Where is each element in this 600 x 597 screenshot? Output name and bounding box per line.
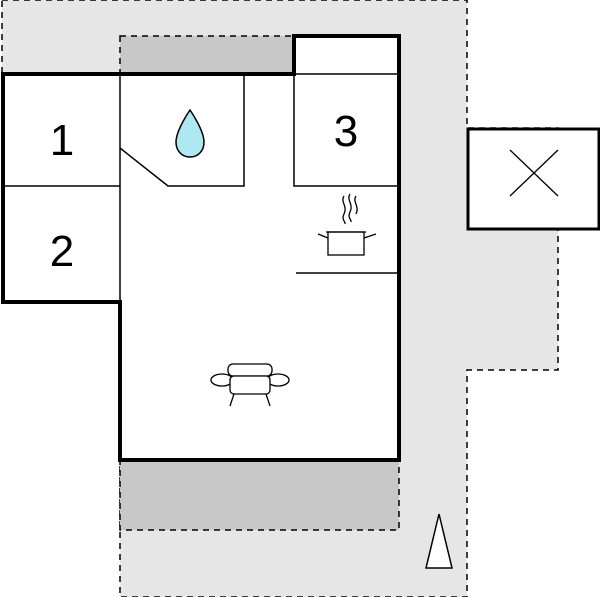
room-3-label: 3 xyxy=(334,107,358,156)
sofa-icon xyxy=(210,363,290,407)
room-2-label: 2 xyxy=(50,227,74,276)
exterior-box xyxy=(466,127,600,231)
room-1-label: 1 xyxy=(50,116,74,165)
cross-icon xyxy=(509,149,559,197)
house-interior xyxy=(3,36,399,460)
north-arrow-icon xyxy=(425,513,453,569)
interior-walls xyxy=(3,73,399,302)
terrace-top xyxy=(119,35,295,75)
terrace-bottom xyxy=(119,459,400,531)
cooking-pot-icon xyxy=(317,193,377,256)
water-drop-icon xyxy=(175,108,205,158)
exterior-walls xyxy=(1,34,401,462)
